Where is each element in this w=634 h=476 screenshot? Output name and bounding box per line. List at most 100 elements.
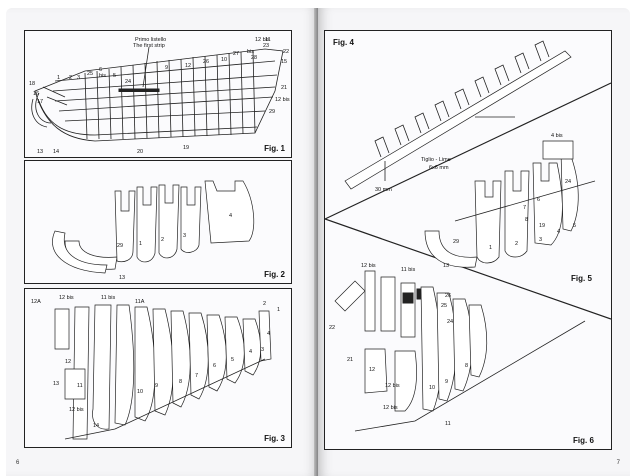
fig1-callout: 1	[57, 75, 60, 81]
fig5-callout: 13	[443, 263, 449, 269]
fig5-callout: 6	[537, 197, 540, 203]
fig1-callout: 29	[269, 109, 275, 115]
fig1-callout: 19	[183, 145, 189, 151]
fig1-callout: 5	[113, 73, 116, 79]
fig3-callout: 4	[267, 331, 270, 337]
figure-2-drawing: 29 1 2 3 4 13	[52, 180, 255, 281]
fig5-callout: 29	[453, 239, 459, 245]
fig1-strip-label-en: The first strip	[133, 43, 165, 49]
fig5-callout: 4	[557, 229, 560, 235]
fig3-callout: 2	[263, 301, 266, 307]
fig3-callout: 4	[249, 349, 252, 355]
fig1-callout: 6	[99, 67, 102, 73]
fig5-callout: 3	[539, 237, 542, 243]
fig1-callout: 15	[281, 59, 287, 65]
fig3-callout: 12	[65, 359, 71, 365]
fig1-callout: 25	[87, 71, 93, 77]
figure-4-6-panel: Tiglio - Lime 6x6 mm 30 mm Fig. 4 4 bis	[324, 30, 612, 450]
fig1-strip-label-it: Primo listello	[135, 37, 166, 43]
fig2-callout: 29	[117, 243, 123, 249]
page-number-left: 6	[16, 460, 20, 466]
figure-6-caption: Fig. 6	[573, 436, 594, 445]
fig3-callout: 11	[77, 383, 83, 389]
fig1-callout: 24	[125, 79, 131, 85]
fig6-callout: 10	[429, 385, 435, 391]
fig5-callout: 4 bis	[551, 133, 563, 139]
fig3-callout: 8	[179, 379, 182, 385]
fig6-callout: 26	[445, 293, 451, 299]
fig1-callout: 18	[29, 81, 35, 87]
left-page: Primo listello The first strip 18 16 17 …	[6, 8, 318, 476]
fig3-callout: 11 bis	[101, 295, 116, 301]
fig4-tiglio: Tiglio - Lime	[421, 157, 451, 163]
fig3-callout: 11A	[135, 299, 145, 305]
figure-4-caption: Fig. 4	[333, 38, 354, 47]
fig5-callout: 19	[539, 223, 545, 229]
fig5-callout: 8	[525, 217, 528, 223]
fig3-callout: 12 bis	[69, 407, 84, 413]
right-page: Tiglio - Lime 6x6 mm 30 mm Fig. 4 4 bis	[318, 8, 630, 476]
fig6-callout: 12	[369, 367, 375, 373]
fig1-callout: 21	[281, 85, 287, 91]
fig1-callout: 26	[203, 59, 209, 65]
fig6-callout: 9	[445, 379, 448, 385]
fig6-callout: 25	[441, 303, 447, 309]
figure-1-panel: Primo listello The first strip 18 16 17 …	[24, 30, 292, 158]
fig1-callout: 10	[221, 57, 227, 63]
fig5-callout: 1	[489, 245, 492, 251]
fig1-callout: bis	[247, 49, 254, 55]
fig1-callout: bis	[99, 73, 106, 79]
fig6-callout: 12 bis	[385, 383, 400, 389]
fig6-callout: 8	[465, 363, 468, 369]
fig2-callout: 13	[119, 275, 125, 281]
fig3-callout: 10	[137, 389, 143, 395]
fig1-callout: 12 bis	[255, 37, 270, 43]
figure-2-panel: 29 1 2 3 4 13 Fig. 2	[24, 160, 292, 284]
figure-1-caption: Fig. 1	[264, 144, 285, 153]
fig3-callout: 13	[53, 381, 59, 387]
fig1-callout: 20	[137, 149, 143, 155]
fig6-callout: 11 bis	[401, 267, 416, 273]
fig2-callout: 1	[139, 241, 142, 247]
fig4-size: 6x6 mm	[429, 165, 449, 171]
fig6-callout: 22	[329, 325, 335, 331]
fig1-callout: 11	[265, 37, 271, 43]
fig1-callout: 16	[33, 91, 39, 97]
fig6-callout: 11	[445, 421, 451, 427]
fig1-callout: 28	[251, 55, 257, 61]
fig1-callout: 13	[37, 149, 43, 155]
figure-5-caption: Fig. 5	[571, 274, 592, 283]
fig1-callout: 3	[77, 75, 80, 81]
fig3-callout: 3	[261, 347, 264, 353]
fig1-callout: 23	[263, 43, 269, 49]
fig1-callout: 12 bis	[275, 97, 290, 103]
fig3-callout: 12A	[31, 299, 41, 305]
fig1-callout: 14	[53, 149, 59, 155]
figure-2-caption: Fig. 2	[264, 270, 285, 279]
fig4-dim: 30 mm	[375, 187, 392, 193]
fig6-callout: 24	[447, 319, 453, 325]
fig2-callout: 4	[229, 213, 232, 219]
figure-3-drawing: 12A 12 bis 11 bis 11A 2 1 12 11 10 9 8 7…	[31, 295, 280, 440]
fig1-callout: 2	[69, 75, 72, 81]
fig2-callout: 2	[161, 237, 164, 243]
figure-3-caption: Fig. 3	[264, 434, 285, 443]
fig1-callout: 9	[165, 65, 168, 71]
fig6-callout: 12 bis	[361, 263, 376, 269]
fig3-callout: 5	[231, 357, 234, 363]
fig3-callout: 9	[155, 383, 158, 389]
fig3-callout: 12 bis	[59, 295, 74, 301]
figures-right-drawing: Tiglio - Lime 6x6 mm 30 mm Fig. 4 4 bis	[324, 38, 612, 445]
fig6-callout: 21	[347, 357, 353, 363]
fig5-callout: 24	[565, 179, 571, 185]
fig5-callout: 7	[523, 205, 526, 211]
page-number-right: 7	[616, 460, 620, 466]
fig3-callout: 7	[195, 373, 198, 379]
figure-3-panel: 12A 12 bis 11 bis 11A 2 1 12 11 10 9 8 7…	[24, 288, 292, 448]
fig5-callout: 2	[515, 241, 518, 247]
fig1-callout: 22	[283, 49, 289, 55]
fig1-callout: 12	[185, 63, 191, 69]
figure-1-drawing: Primo listello The first strip 18 16 17 …	[29, 37, 290, 155]
fig5-callout: 5	[573, 223, 576, 229]
